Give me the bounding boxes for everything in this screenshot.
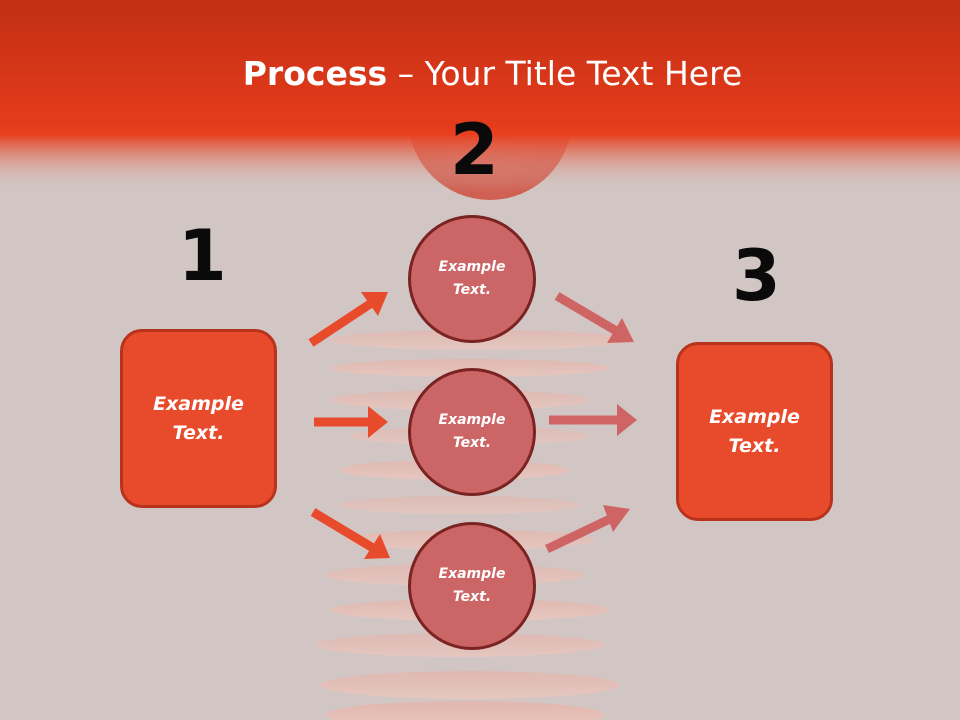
circle-top-label: Example Text. [438, 259, 506, 298]
step-number-2: 2 [450, 109, 499, 191]
arrow-right-mid [549, 404, 637, 436]
right-process-box: Example Text. [676, 342, 833, 521]
title-bold: Process [242, 54, 388, 93]
circle-middle: Example Text. [408, 368, 536, 496]
left-process-box: Example Text. [120, 329, 277, 508]
arrow-right-up [545, 505, 630, 554]
left-box-label: Example Text. [153, 392, 244, 444]
circle-middle-label: Example Text. [438, 412, 506, 451]
slide-title: Process – Your Title Text Here [0, 52, 960, 96]
step-number-1: 1 [178, 215, 227, 297]
title-rest: – Your Title Text Here [387, 54, 743, 93]
arrow-left-down [310, 508, 390, 559]
arrow-left-up [308, 292, 388, 347]
arrow-right-down [554, 292, 634, 343]
circle-top: Example Text. [408, 215, 536, 343]
circle-bottom-label: Example Text. [438, 566, 506, 605]
step-number-3: 3 [732, 235, 781, 317]
right-box-label: Example Text. [709, 405, 800, 457]
arrow-left-mid [314, 406, 388, 438]
circle-bottom: Example Text. [408, 522, 536, 650]
